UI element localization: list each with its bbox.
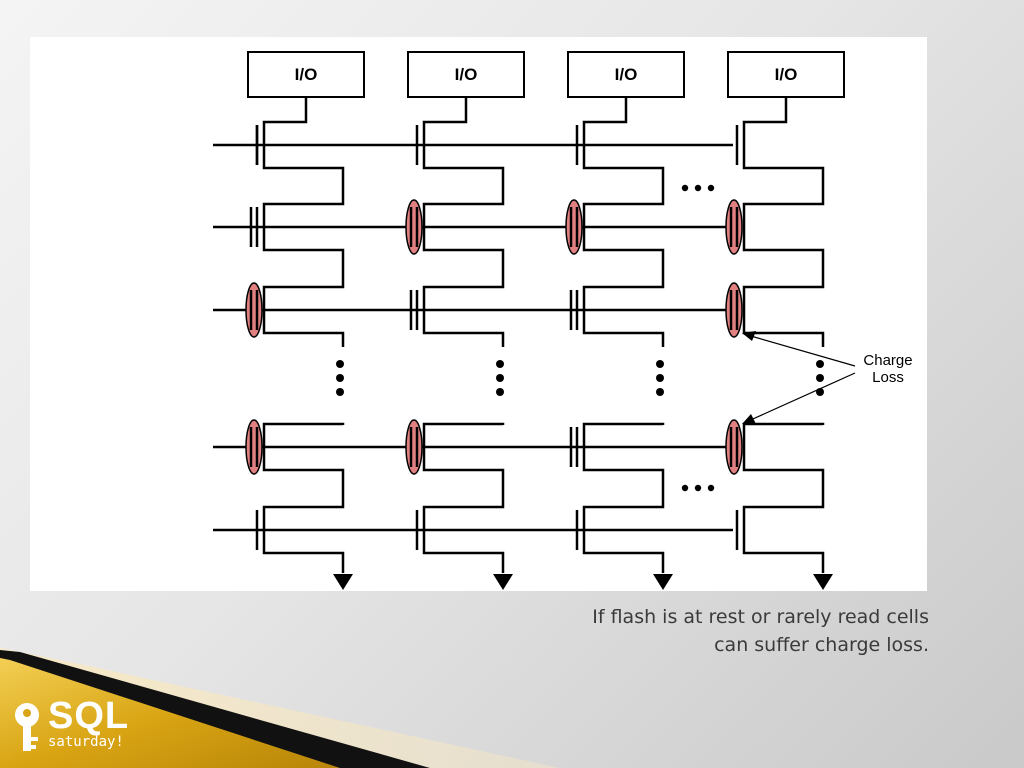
io-label-4: I/O: [775, 65, 798, 84]
footer-swoosh-decoration: [0, 648, 560, 768]
charged-cell-r2c3: [565, 199, 583, 255]
caption-line-2: can suffer charge loss.: [714, 634, 929, 656]
charged-cell-r3c1: [245, 282, 263, 338]
charge-loss-cells: [245, 199, 743, 475]
flash-diagram-panel: I/O I/O I/O I/O: [30, 37, 927, 591]
arrow-down-icon: [493, 574, 513, 590]
charge-cell-plates: [249, 207, 739, 467]
arrow-down-icon: [333, 574, 353, 590]
io-box-1: I/O: [247, 51, 365, 98]
charged-cell-r4c4: [725, 419, 743, 475]
bit-lines: [262, 97, 825, 573]
charge-loss-label-line2: Loss: [872, 369, 904, 386]
arrow-down-icon: [813, 574, 833, 590]
caption-line-1: If flash is at rest or rarely read cells: [592, 606, 929, 628]
io-box-3: I/O: [567, 51, 685, 98]
horizontal-ellipsis-dots: [681, 184, 715, 492]
charged-cell-r4c2: [405, 419, 423, 475]
bit-line-2: [422, 97, 505, 573]
vertical-ellipsis-dots: [336, 360, 824, 396]
charged-cell-r3c4: [725, 282, 743, 338]
arrow-down-icon: [653, 574, 673, 590]
io-label-2: I/O: [455, 65, 478, 84]
logo-subtitle: saturday!: [48, 734, 124, 750]
logo-title: SQL: [48, 695, 130, 737]
io-label-1: I/O: [295, 65, 318, 84]
bit-line-1: [262, 97, 345, 573]
bit-line-arrows: [333, 574, 833, 590]
slide-caption: If flash is at rest or rarely read cells…: [460, 603, 929, 659]
charged-cell-r2c4: [725, 199, 743, 255]
nand-flash-array-diagram: I/O I/O I/O I/O: [213, 51, 913, 590]
io-box-4: I/O: [727, 51, 845, 98]
sqlsaturday-logo: SQL saturday!: [10, 695, 160, 757]
io-box-2: I/O: [407, 51, 525, 98]
io-label-3: I/O: [615, 65, 638, 84]
bit-line-4: [742, 97, 825, 573]
charge-loss-callout: Charge Loss: [742, 331, 913, 424]
charge-loss-label-line1: Charge: [863, 352, 912, 369]
charged-cell-r4c1: [245, 419, 263, 475]
key-icon: [15, 703, 39, 751]
word-lines: [213, 143, 733, 532]
charged-cell-r2c2: [405, 199, 423, 255]
bit-line-3: [582, 97, 665, 573]
